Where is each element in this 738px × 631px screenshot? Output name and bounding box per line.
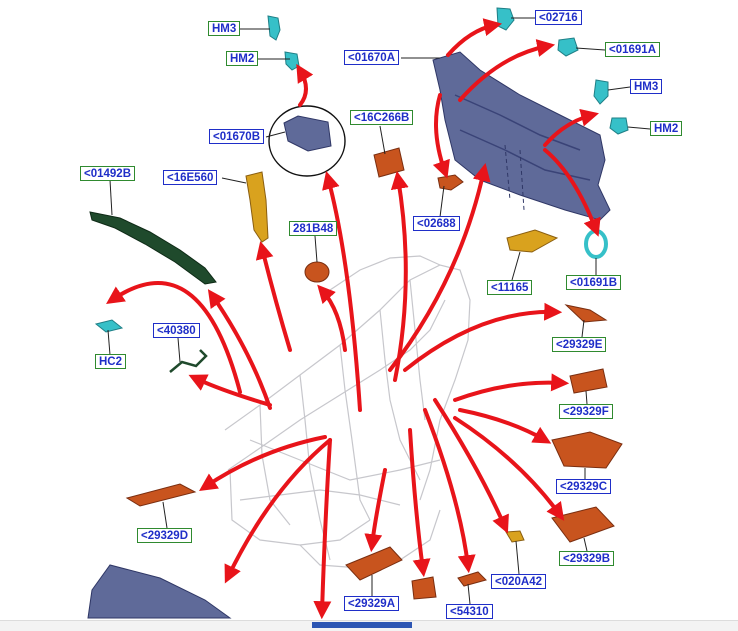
label-29329f: <29329F [559,404,613,419]
label-29329e: <29329E [552,337,607,352]
part-29329a-panel [345,546,403,581]
part-29329e-panel [564,304,608,323]
label-11165: <11165 [487,280,533,295]
label-02688: <02688 [413,216,460,231]
part-02688-bracket [437,174,464,191]
label-hm3-top: HM3 [208,21,241,36]
label-29329a: <29329A [344,596,399,611]
part-hm3-top-clip [267,15,281,41]
assembly-arrows [106,18,601,620]
label-hm2-right: HM2 [650,121,683,136]
part-01670a-front-end-carrier [432,51,611,221]
part-020a42-clip [505,530,525,543]
label-01492b: <01492B [80,166,135,181]
part-01492b-rail [89,211,217,285]
part-16e560-bracket [245,171,269,243]
part-01670b-bracket [283,115,332,152]
label-01670a: <01670A [344,50,399,65]
part-hm3-right-clip [593,79,609,105]
part-281b48-pad [304,261,330,283]
label-281b48: 281B48 [289,221,338,236]
label-01670b: <01670B [209,129,264,144]
leader-lines [107,17,651,605]
horizontal-scrollbar[interactable] [0,620,738,631]
label-hc2: HC2 [95,354,127,369]
part-16c266b-block [373,147,405,178]
label-01691b: <01691B [566,275,621,290]
part-02716-clip [496,7,515,31]
part-underbody-shield [87,564,232,619]
label-hm2-top: HM2 [226,51,259,66]
part-54310-block [411,576,437,600]
label-01691a: <01691A [605,42,660,57]
label-54310: <54310 [446,604,493,619]
part-29329f-panel [569,368,608,394]
label-40380: <40380 [153,323,200,338]
label-29329c: <29329C [556,479,611,494]
label-hm3-right: HM3 [630,79,663,94]
part-hc2-clip [94,319,124,333]
label-020a42: <020A42 [491,574,546,589]
scrollbar-thumb[interactable] [312,622,412,628]
part-small-bracket-lower [457,571,487,587]
label-29329d: <29329D [137,528,192,543]
part-hm2-right-clip [609,117,629,135]
circle-annotation [268,105,346,177]
part-29329c-panel [551,431,623,469]
label-16e560: <16E560 [163,170,218,185]
part-40380-wire [169,349,208,373]
part-11165-plate [506,229,559,253]
label-16c266b: <16C266B [350,110,414,125]
label-29329b: <29329B [559,551,614,566]
part-29329d-panel [125,483,197,507]
part-01691a-clip [557,37,579,57]
label-02716: <02716 [535,10,582,25]
part-01691b-ring [584,229,608,259]
part-hm2-top-clip [284,51,300,71]
part-29329b-panel [551,506,615,543]
